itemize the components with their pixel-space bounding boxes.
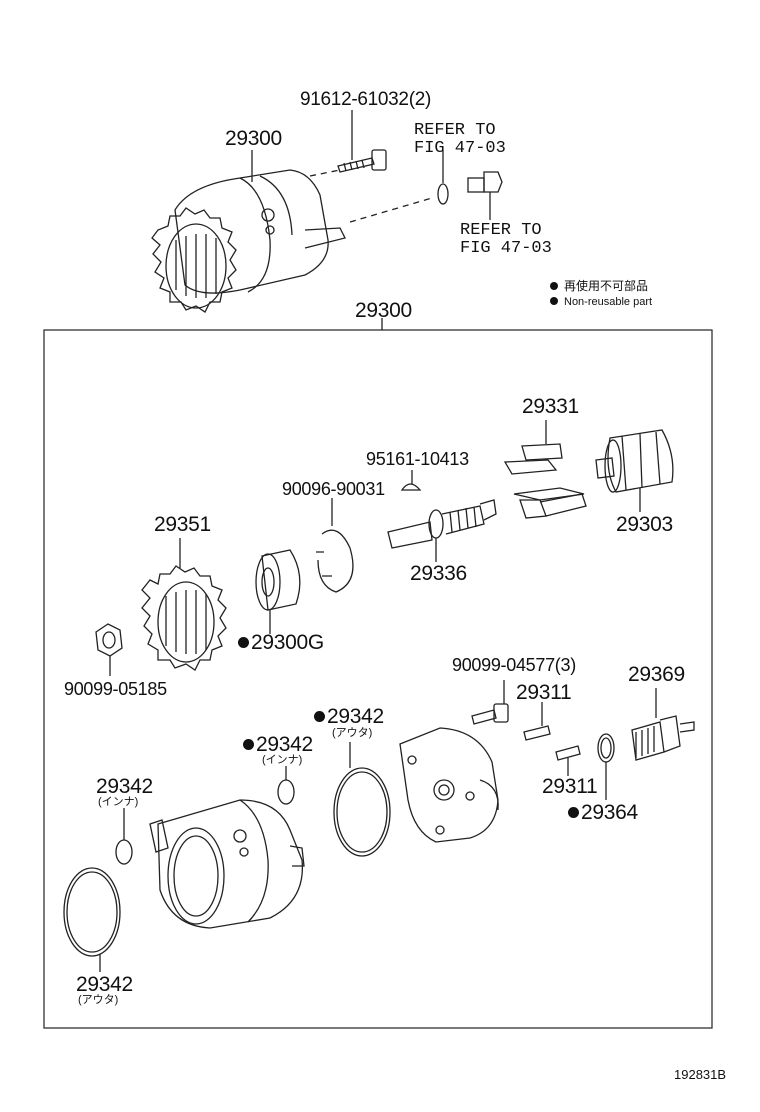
legend-en-text: Non-reusable part: [564, 296, 653, 308]
oring-outer-mid-drawing: [333, 742, 391, 857]
label-shaft: 29336: [410, 562, 467, 585]
label-refer-2: REFER TO FIG 47-03: [460, 222, 552, 258]
key-drawing: [400, 470, 422, 491]
legend-en: Non-reusable part: [550, 297, 652, 308]
screw-drawing: [471, 680, 509, 725]
non-reusable-mark-icon: [238, 637, 249, 648]
drive-gear-top: [151, 207, 237, 313]
snap-ring-drawing: [316, 498, 354, 593]
pin-bottom-drawing: [555, 745, 581, 776]
note-oring-inner-left: (インナ): [98, 796, 139, 808]
non-reusable-mark-icon: [314, 711, 325, 722]
gasket-part-number: 29364: [581, 801, 638, 824]
gear-29351-drawing: [141, 538, 227, 671]
refer-2-line1: REFER TO: [460, 221, 542, 240]
legend-jp: 再使用不可部品: [550, 280, 648, 292]
refer-2-line2: FIG 47-03: [460, 238, 552, 258]
assembly-frame: [43, 329, 713, 1029]
label-oring-inner-left: 29342: [96, 775, 153, 798]
non-reusable-mark-icon: [568, 807, 579, 818]
label-nut: 90099-05185: [64, 679, 167, 699]
end-cover-drawing: [399, 727, 499, 843]
washer-top-drawing: [437, 150, 449, 205]
oring-inner-mid-number: 29342: [256, 733, 313, 756]
refer-1-line2: FIG 47-03: [414, 138, 506, 158]
label-oring-outer-mid: 29342: [314, 706, 384, 727]
bolt-refer-drawing: [467, 171, 503, 220]
label-snap-ring: 90096-90031: [282, 479, 385, 499]
label-key: 95161-10413: [366, 449, 469, 469]
oring-inner-mid-drawing: [277, 766, 295, 805]
oring-inner-left-drawing: [115, 808, 133, 865]
legend-bullet-icon: [550, 297, 558, 305]
label-refer-1: REFER TO FIG 47-03: [414, 122, 506, 158]
label-starter-top: 29300: [225, 127, 282, 150]
refer-1-line1: REFER TO: [414, 121, 496, 140]
bearing-drawing: [255, 549, 301, 634]
terminal-drawing: [631, 688, 695, 761]
label-bearing: 29300G: [238, 632, 324, 653]
armature-drawing: [595, 429, 674, 512]
note-oring-outer-mid: (アウタ): [332, 727, 373, 739]
starter-assembly-drawing: [174, 150, 346, 294]
brush-holder-drawing: [503, 420, 587, 519]
label-terminal: 29369: [628, 663, 685, 686]
label-oring-inner-mid: 29342: [243, 734, 313, 755]
non-reusable-mark-icon: [243, 739, 254, 750]
label-pin-bottom: 29311: [542, 775, 598, 798]
bearing-part-number: 29300G: [251, 631, 324, 654]
bolt-91612-drawing: [337, 110, 387, 173]
legend-jp-text: 再使用不可部品: [564, 279, 649, 293]
note-oring-inner-mid: (インナ): [262, 754, 303, 766]
gasket-drawing: [597, 733, 615, 800]
nut-drawing: [95, 623, 123, 676]
label-bolt-top: 91612-61032(2): [300, 89, 432, 110]
label-oring-outer-bottom: 29342: [76, 973, 133, 996]
oring-outer-mid-number: 29342: [327, 705, 384, 728]
oring-outer-bottom-drawing: [63, 867, 121, 972]
label-gear: 29351: [154, 513, 211, 536]
pin-top-drawing: [523, 702, 551, 741]
legend-bullet-icon: [550, 282, 558, 290]
label-brush-holder: 29331: [522, 395, 579, 418]
label-screw-mid: 90099-04577(3): [452, 655, 576, 675]
figure-reference: 192831B: [674, 1067, 727, 1082]
shaft-drawing: [387, 499, 497, 562]
housing-drawing: [149, 799, 305, 929]
note-oring-outer-bottom: (アウタ): [78, 994, 119, 1006]
label-pin-top: 29311: [516, 681, 572, 704]
label-armature: 29303: [616, 513, 673, 536]
label-assembly: 29300: [355, 299, 412, 322]
label-gasket: 29364: [568, 802, 638, 823]
